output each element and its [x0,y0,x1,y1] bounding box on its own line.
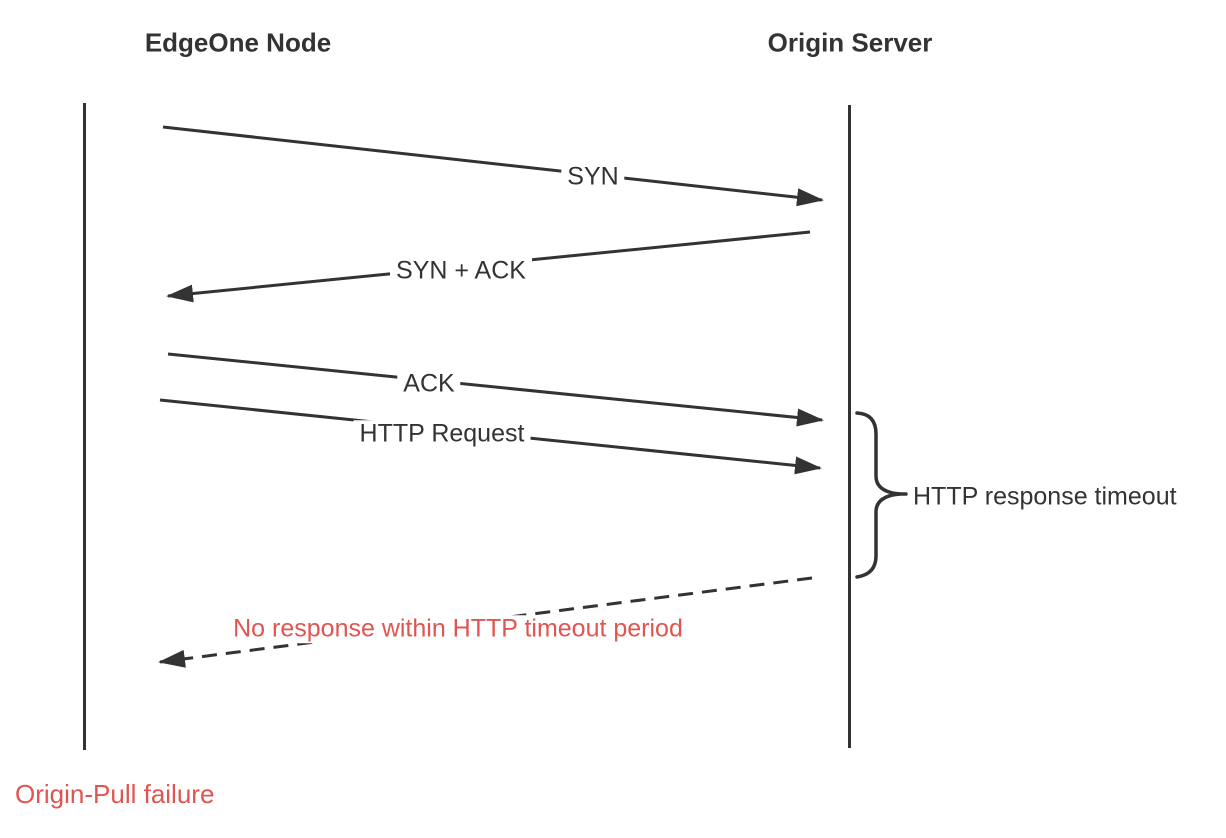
timeout-brace-label: HTTP response timeout [913,482,1177,511]
message-label-ack: ACK [397,370,461,398]
syn-arrow [162,125,824,207]
timeout-brace [855,411,901,579]
no-response-arrow [158,576,813,668]
actor-title-edgeone: EdgeOne Node [144,27,332,58]
message-label-syn-ack: SYN + ACK [390,257,532,285]
message-label-http-request: HTTP Request [353,420,531,448]
message-label-no-response: No response within HTTP timeout period [227,615,689,643]
origin-pull-failure-label: Origin-Pull failure [15,779,215,809]
ack-arrow [167,352,824,427]
message-label-syn: SYN [561,163,625,191]
actor-title-origin: Origin Server [767,27,933,58]
